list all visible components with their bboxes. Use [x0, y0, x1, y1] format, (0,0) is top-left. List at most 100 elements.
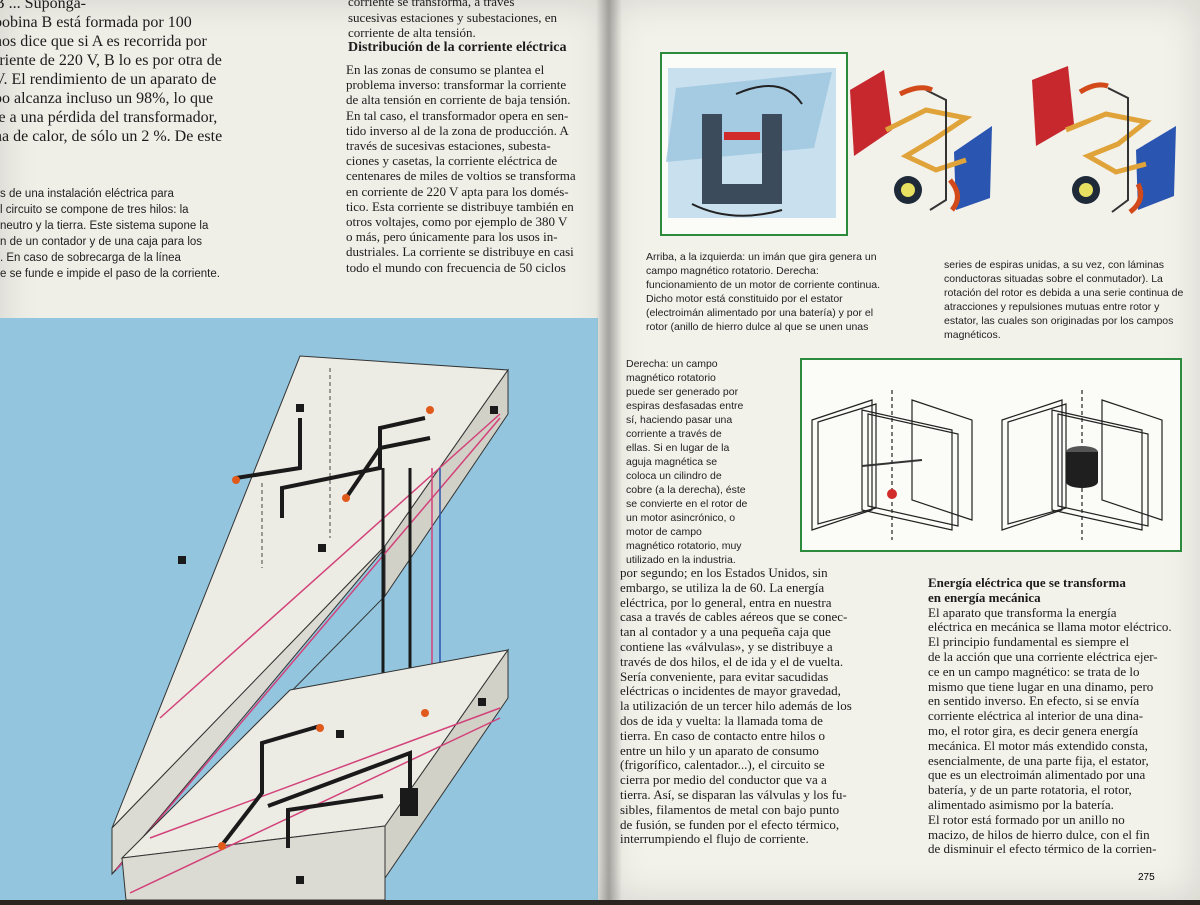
- text-line: problema inverso: transformar la corrien…: [346, 77, 567, 93]
- text-line: embargo, se utiliza la de 60. La energía: [620, 579, 825, 595]
- motor-caption-part-2: series de espiras unidas, a su vez, con …: [944, 258, 1194, 342]
- caption-line: rotación del rotor es debida a una serie…: [944, 287, 1184, 299]
- text-line: tido inverso al de la zona de producción…: [346, 122, 569, 138]
- wiring-illustration: [111, 355, 510, 901]
- house-wiring-diagram: [0, 318, 598, 901]
- caption-line: coloca un cilindro de: [626, 470, 722, 482]
- caption-line: se convierte en el rotor de: [626, 498, 748, 510]
- caption-line: Arriba, a la izquierda: un imán que gira…: [646, 251, 877, 263]
- text-line: batería, y de un parte rotatoria, el rot…: [928, 782, 1132, 798]
- text-line: corriente se transforma, a través: [348, 0, 515, 9]
- motor-left: [850, 70, 992, 212]
- section-heading-distribution: Distribución de la corriente eléctrica: [348, 40, 567, 55]
- caption-line: cobre (a la derecha), éste: [626, 484, 746, 496]
- text-line: eléctricas o incidentes de mayor graveda…: [620, 683, 841, 699]
- caption-line: magnético rotatorio, muy: [626, 540, 742, 552]
- text-line: po alcanza incluso un 98%, lo que: [0, 90, 214, 107]
- text-line: eléctrica, por lo general, entra en nues…: [620, 594, 832, 610]
- text-line: esencialmente, de una parte fija, el est…: [928, 752, 1149, 768]
- section-heading-energy-line-2: en energía mecánica: [928, 589, 1041, 605]
- text-line: dos de ida y vuelta: la llamada toma de: [620, 712, 823, 728]
- caption-line: aguja magnética se: [626, 456, 718, 468]
- right-page-left-column: por segundo; en los Estados Unidos, sin …: [620, 565, 910, 847]
- text-line: mismo que tiene lugar en una dinamo, per…: [928, 678, 1154, 694]
- text-line: En tal caso, el transformador opera en s…: [346, 107, 569, 123]
- text-line: sibles, filamentos de metal con bajo pun…: [620, 801, 840, 817]
- text-line: ce en un campo magnético: se trata de lo: [928, 663, 1140, 679]
- text-line: interrumpiendo el flujo de corriente.: [620, 831, 809, 847]
- caption-line: atracciones y repulsiones mutuas entre r…: [944, 301, 1160, 313]
- coil-set-cylinder: [1001, 390, 1163, 540]
- caption-line: funcionamiento de un motor de corriente …: [646, 279, 881, 291]
- section-heading-energy: Energía eléctrica que se transforma: [928, 575, 1126, 590]
- text-line: El principio fundamental es siempre el: [928, 634, 1130, 650]
- text-line: tierra. Así, se disparan las válvulas y …: [620, 786, 847, 802]
- book-gutter: [596, 0, 622, 900]
- caption-line: sí, haciendo pasar una: [626, 414, 733, 426]
- installation-caption: s de una instalación eléctrica para l ci…: [0, 186, 306, 282]
- text-line: corriente eléctrica al interior de una d…: [928, 708, 1144, 724]
- text-line: macizo, de hilos de hierro dulce, con el…: [928, 826, 1150, 842]
- dc-motor-illustration: [850, 66, 1176, 214]
- text-line: de alta tensión en corriente de baja ten…: [346, 92, 571, 108]
- coil-illustration: [811, 390, 1163, 540]
- text-line: na de calor, de sólo un 2 %. De este: [0, 128, 223, 145]
- caption-line: n de un contador y de una caja para los: [0, 236, 203, 248]
- left-top-mid-paragraph: corriente se transforma, a través sucesi…: [348, 0, 588, 41]
- text-line: tan al contador y a una pequeña caja que: [620, 624, 831, 640]
- text-line: través de sucesivas estaciones, subesta-: [346, 138, 551, 154]
- text-line: nos dice que si A es recorrida por: [0, 33, 207, 50]
- caption-line: magnético rotatorio: [626, 372, 716, 384]
- caption-line: un motor asincrónico, o: [626, 512, 736, 524]
- text-line: El rotor está formado por un anillo no: [928, 811, 1125, 827]
- text-line: en corriente de 220 V apta para los domé…: [346, 183, 569, 199]
- caption-line: Dicho motor está constituido por el esta…: [646, 293, 843, 305]
- text-line: por segundo; en los Estados Unidos, sin: [620, 565, 828, 580]
- text-line: V. El rendimiento de un aparato de: [0, 71, 217, 88]
- motor-caption-part-1: Arriba, a la izquierda: un imán que gira…: [646, 250, 926, 334]
- text-line: B ... Suponga-: [0, 0, 86, 12]
- caption-line: ellas. Si en lugar de la: [626, 442, 730, 454]
- text-line: En las zonas de consumo se plantea el: [346, 62, 545, 77]
- rotating-field-caption: Derecha: un campo magnético rotatorio pu…: [626, 357, 786, 567]
- caption-line: . En caso de sobrecarga de la línea: [0, 252, 181, 264]
- caption-line: rotor (anillo de hierro dulce al que se …: [646, 321, 869, 333]
- text-line: todo el mundo con frecuencia de 50 ciclo…: [346, 259, 566, 275]
- magnet-illustration: [666, 68, 836, 218]
- text-line: ciones y casetas, la corriente eléctrica…: [346, 153, 558, 169]
- text-line: casa a través de cables aéreos que se co…: [620, 609, 848, 625]
- text-line: alimentado asimismo por la batería.: [928, 796, 1114, 812]
- left-top-paragraph: B ... Suponga- bobina B está formada por…: [0, 0, 314, 146]
- text-line: entre un hilo y un aparato de consumo: [620, 742, 819, 758]
- text-line: cierra por medio del conductor que va a: [620, 772, 827, 788]
- text-line: través de dos hilos, el de ida y el de v…: [620, 653, 844, 669]
- text-line: eléctrica en mecánica se llama motor elé…: [928, 619, 1172, 635]
- text-line: otros voltajes, como por ejemplo de 380 …: [346, 214, 568, 230]
- text-line: (frigorífico, calentador...), el circuit…: [620, 757, 825, 773]
- dc-motor-figure: [846, 60, 1200, 250]
- rotating-field-figure: [800, 358, 1182, 552]
- text-line: de fusión, se funden por el efecto térmi…: [620, 816, 840, 832]
- text-line: dustriales. La corriente se distribuye e…: [346, 244, 574, 260]
- distribution-paragraph: En las zonas de consumo se plantea el pr…: [346, 62, 596, 275]
- right-page-right-column: Energía eléctrica que se transforma en e…: [928, 575, 1200, 857]
- text-line: bobina B está formada por 100: [0, 14, 192, 31]
- coil-set-needle: [811, 390, 973, 540]
- text-line: la utilización de un tercer hilo además …: [620, 698, 852, 714]
- page-number: 275: [1138, 872, 1155, 883]
- caption-line: campo magnético rotatorio. Derecha:: [646, 265, 819, 277]
- text-line: mecánica. El motor más extendido consta,: [928, 737, 1148, 753]
- caption-line: espiras desfasadas entre: [626, 400, 744, 412]
- text-line: tico. Esta corriente se distribuye tambi…: [346, 198, 574, 214]
- caption-line: estator, las cuales son originadas por l…: [944, 315, 1174, 327]
- text-line: tierra. En caso de contacto entre hilos …: [620, 727, 826, 743]
- lower-floor: [120, 648, 510, 901]
- caption-line: l circuito se compone de tres hilos: la: [0, 204, 189, 216]
- text-line: que es un electroimán alimentado por una: [928, 767, 1146, 783]
- text-line: en sentido inverso. En efecto, si se env…: [928, 693, 1140, 709]
- text-line: corriente de alta tensión.: [348, 25, 476, 40]
- caption-line: puede ser generado por: [626, 386, 739, 398]
- caption-line: magnéticos.: [944, 329, 1001, 341]
- caption-line: corriente a través de: [626, 428, 722, 440]
- caption-line: motor de campo: [626, 526, 702, 538]
